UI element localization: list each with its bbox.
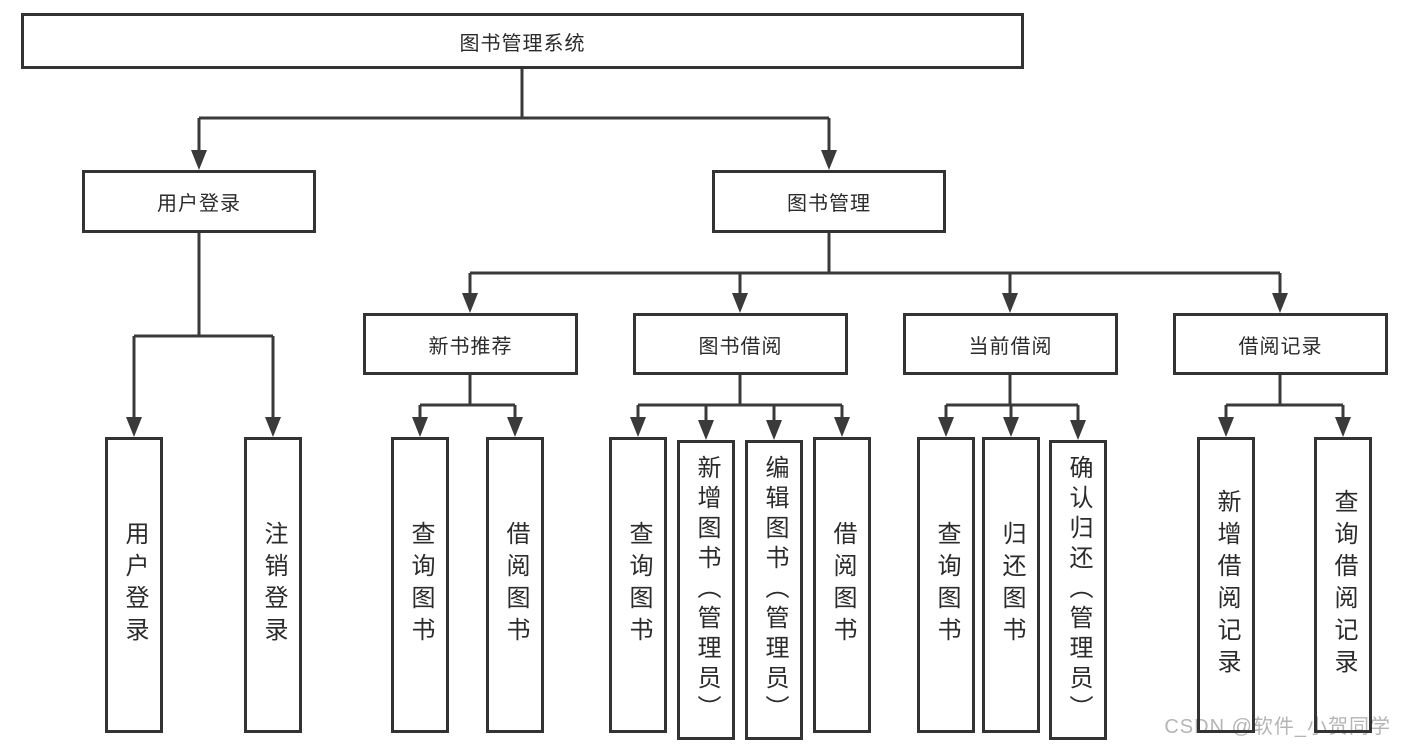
connector-book-management-children [468, 233, 1282, 295]
node-borrowing-records: 借阅记录 [1173, 313, 1388, 375]
node-user-login: 用户登录 [82, 170, 316, 233]
leaf-return-books: 归还图书 [982, 437, 1040, 733]
connector-current-borrowing-children [944, 375, 1080, 422]
node-book-management: 图书管理 [712, 170, 946, 233]
arrowheads-current-borrowing-children [938, 417, 1086, 440]
leaf-query-books-recommend: 查询图书 [391, 437, 449, 733]
leaf-add-books-admin: 新增图书（管理员） [677, 440, 735, 740]
leaf-edit-books-admin: 编辑图书（管理员） [745, 440, 803, 740]
csdn-watermark: CSDN @软件_小贺同学 [1164, 716, 1391, 738]
leaf-query-books-borrowing: 查询图书 [609, 437, 667, 733]
connector-user-login-children [132, 233, 275, 419]
arrowheads-new-book-children [412, 417, 523, 437]
arrowheads-root-to-level2 [191, 150, 837, 170]
connector-borrowing-records-children [1224, 375, 1345, 419]
connector-new-book-children [418, 375, 517, 419]
leaf-borrow-books-recommend: 借阅图书 [486, 437, 544, 733]
leaf-logout: 注销登录 [244, 437, 302, 733]
connector-root-to-level2 [197, 69, 831, 152]
leaf-query-borrowing-record: 查询借阅记录 [1314, 437, 1372, 733]
leaf-confirm-return-admin: 确认归还（管理员） [1049, 440, 1107, 740]
node-book-borrowing: 图书借阅 [633, 313, 848, 375]
arrowheads-user-login-children [126, 417, 281, 437]
leaf-add-borrowing-record: 新增借阅记录 [1197, 437, 1255, 733]
node-library-management-system: 图书管理系统 [21, 13, 1024, 69]
connector-book-borrowing-children [636, 375, 844, 422]
leaf-user-login: 用户登录 [105, 437, 163, 733]
arrowheads-borrowing-records-children [1218, 417, 1351, 437]
leaf-query-books-current: 查询图书 [917, 437, 975, 733]
arrowheads-book-management-children [462, 293, 1288, 313]
node-current-borrowing: 当前借阅 [903, 313, 1118, 375]
node-new-book-recommendation: 新书推荐 [363, 313, 578, 375]
leaf-borrow-books-borrowing: 借阅图书 [813, 437, 871, 733]
